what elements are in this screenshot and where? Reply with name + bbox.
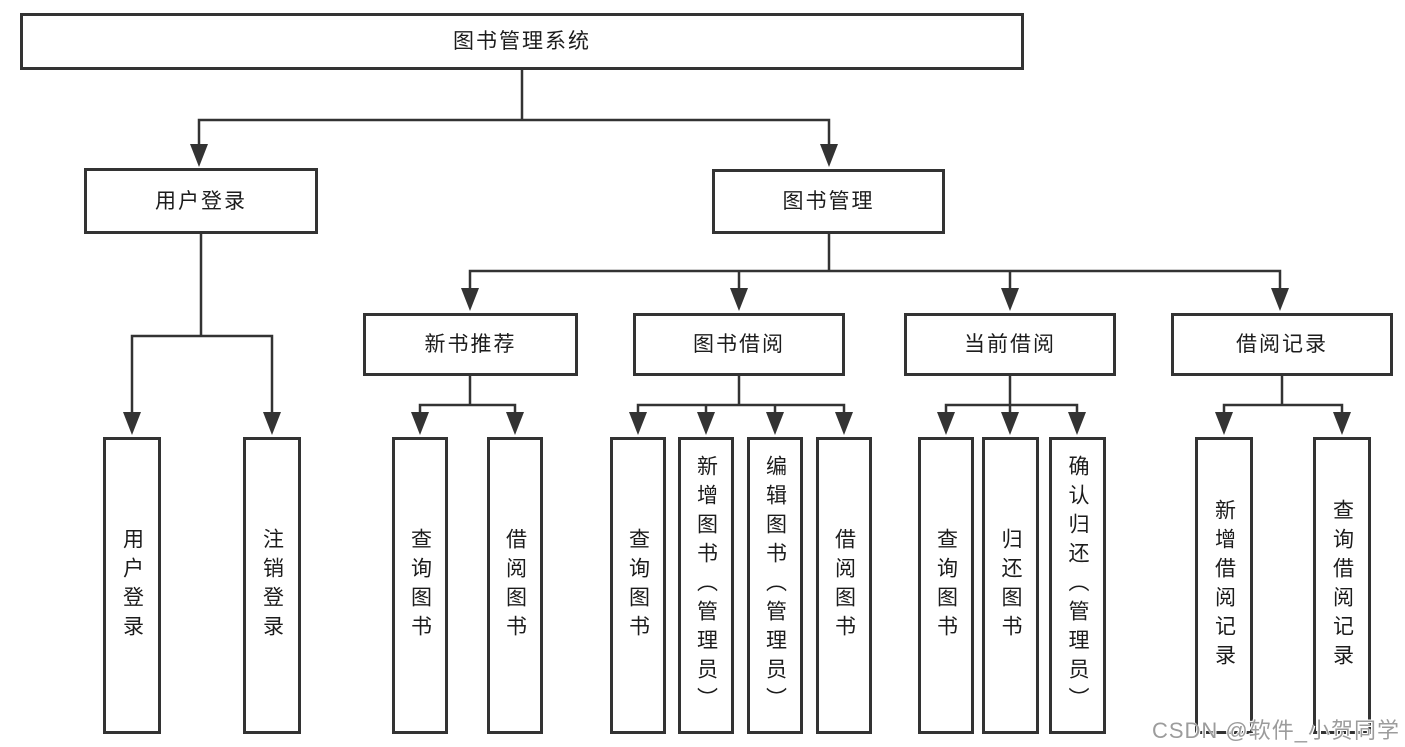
leaf-bb-borrow-books: 借阅图书: [816, 437, 872, 734]
arrowhead: [411, 412, 429, 435]
arrowhead: [835, 412, 853, 435]
connector-current-borrow-to-leaves: [937, 376, 1086, 435]
leaf-br-add-record: 新增借阅记录: [1195, 437, 1253, 734]
connector-book-borrow-to-leaves: [629, 376, 853, 435]
arrowhead: [263, 412, 281, 435]
arrowhead: [730, 288, 748, 311]
connector-user-login-to-leaves: [123, 234, 281, 435]
leaf-bb-query-books: 查询图书: [610, 437, 666, 734]
leaf-user-login: 用户登录: [103, 437, 161, 734]
arrowhead: [629, 412, 647, 435]
connector-borrow-records-to-leaves: [1215, 376, 1351, 435]
arrowhead: [697, 412, 715, 435]
leaf-cb-confirm-return-admin: 确认归还（管理员）: [1049, 437, 1106, 734]
arrowhead: [190, 144, 208, 167]
arrowhead: [123, 412, 141, 435]
leaf-cb-query-books: 查询图书: [918, 437, 974, 734]
node-book-borrow: 图书借阅: [633, 313, 845, 376]
arrowhead: [766, 412, 784, 435]
arrowhead: [1333, 412, 1351, 435]
leaf-nbr-query-books: 查询图书: [392, 437, 448, 734]
leaf-bb-edit-books-admin: 编辑图书（管理员）: [747, 437, 803, 734]
node-new-book-recommend: 新书推荐: [363, 313, 578, 376]
arrowhead: [1068, 412, 1086, 435]
arrowhead: [820, 144, 838, 167]
arrowhead: [1001, 288, 1019, 311]
arrowhead: [1271, 288, 1289, 311]
connector-root-to-level2: [190, 68, 838, 167]
arrowhead: [461, 288, 479, 311]
leaf-cb-return-books: 归还图书: [982, 437, 1039, 734]
arrowhead: [1215, 412, 1233, 435]
leaf-logout: 注销登录: [243, 437, 301, 734]
connector-new-book-recommend-to-leaves: [411, 376, 524, 435]
node-user-login: 用户登录: [84, 168, 318, 234]
csdn-watermark: CSDN @软件_小贺同学: [1151, 718, 1400, 743]
node-root: 图书管理系统: [20, 13, 1024, 70]
node-borrow-records: 借阅记录: [1171, 313, 1393, 376]
leaf-bb-add-books-admin: 新增图书（管理员）: [678, 437, 734, 734]
connector-book-management-to-level3: [461, 234, 1289, 311]
arrowhead: [937, 412, 955, 435]
leaf-nbr-borrow-books: 借阅图书: [487, 437, 543, 734]
arrowhead: [506, 412, 524, 435]
node-current-borrow: 当前借阅: [904, 313, 1116, 376]
leaf-br-query-record: 查询借阅记录: [1313, 437, 1371, 734]
node-book-management: 图书管理: [712, 169, 945, 234]
arrowhead: [1001, 412, 1019, 435]
